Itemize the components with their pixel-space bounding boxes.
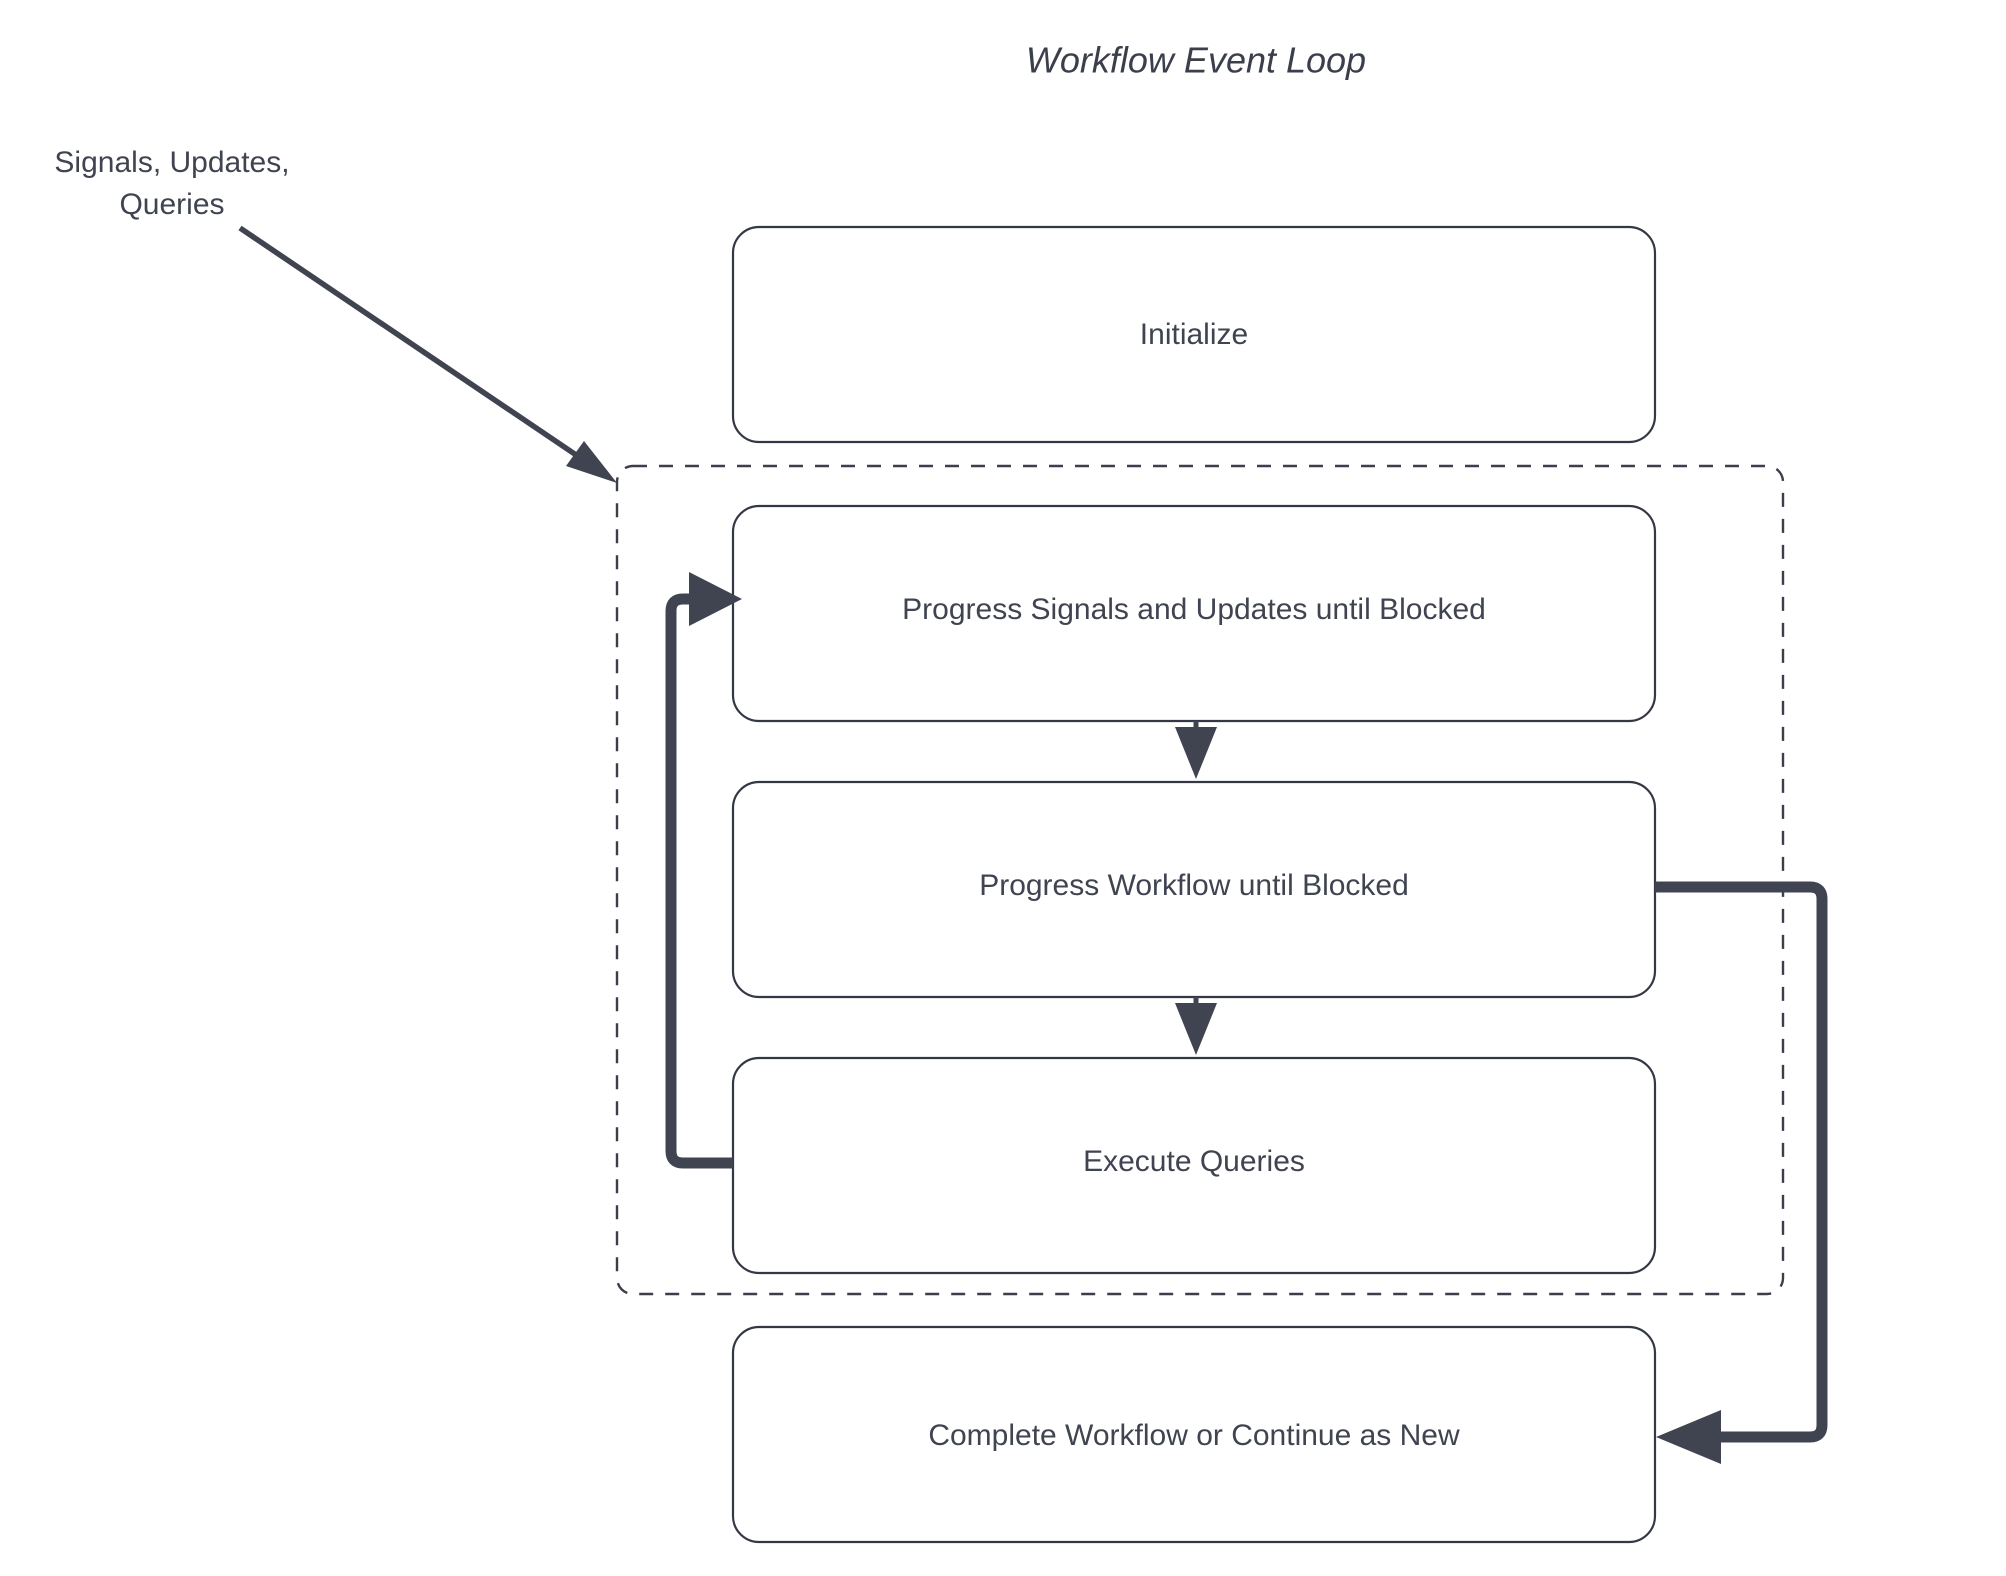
node-progress-signals-updates[interactable]: Progress Signals and Updates until Block… (731, 504, 1657, 723)
node-progress-workflow[interactable]: Progress Workflow until Blocked (731, 780, 1657, 999)
node-complete-workflow-box (731, 1325, 1657, 1544)
node-complete-workflow[interactable]: Complete Workflow or Continue as New (731, 1325, 1657, 1544)
event-loop-container (615, 464, 1785, 1296)
node-execute-queries-label: Execute Queries (1083, 1145, 1305, 1178)
diagram-title: Workflow Event Loop (1026, 40, 1366, 81)
edge-exit-to-complete (1655, 881, 1828, 1464)
node-initialize-box (731, 225, 1657, 444)
node-initialize[interactable]: Initialize (731, 225, 1657, 444)
node-progress-workflow-label: Progress Workflow until Blocked (979, 869, 1409, 902)
edge-signals-to-workflow (1175, 721, 1217, 779)
node-progress-signals-updates-label: Progress Signals and Updates until Block… (902, 593, 1486, 626)
node-complete-workflow-label: Complete Workflow or Continue as New (928, 1419, 1460, 1452)
external-input-label-line1: Signals, Updates, (54, 146, 289, 179)
edge-workflow-to-queries (1175, 997, 1217, 1055)
external-input-label-line2: Queries (119, 188, 224, 221)
external-input-arrow (238, 225, 617, 483)
node-execute-queries[interactable]: Execute Queries (731, 1056, 1657, 1275)
edge-loop-back (665, 572, 742, 1169)
node-initialize-label: Initialize (1140, 318, 1248, 351)
